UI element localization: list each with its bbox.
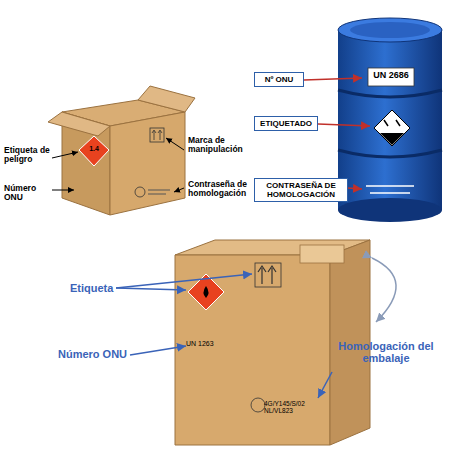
callout-label: Etiqueta de peligro bbox=[4, 146, 56, 165]
drum bbox=[338, 18, 442, 222]
callout-label: Contraseña de homologación bbox=[188, 180, 258, 199]
callout-label: Número ONU bbox=[4, 184, 54, 203]
callout-label: Homologación del embalaje bbox=[336, 340, 436, 364]
callout-text: ETIQUETADO bbox=[259, 119, 313, 128]
callout-label: Marca de manipulación bbox=[188, 136, 254, 155]
leader-arrow bbox=[304, 78, 370, 189]
package-marking: UN 2686 bbox=[368, 71, 414, 81]
leader-line bbox=[52, 138, 184, 192]
package-marking: UN 1263 bbox=[186, 340, 236, 348]
callout-box: CONTRASEÑA DE HOMOLOGACIÓN bbox=[254, 178, 348, 202]
callout-label: Número ONU bbox=[58, 348, 130, 360]
callout-text: CONTRASEÑA DE HOMOLOGACIÓN bbox=[259, 181, 343, 199]
leader-arrow bbox=[116, 274, 332, 398]
callout-label: Etiqueta bbox=[70, 282, 118, 294]
callout-text: Nº ONU bbox=[259, 75, 299, 84]
callout-box: Nº ONU bbox=[254, 72, 304, 87]
package-marking: 1.4 bbox=[84, 145, 104, 153]
cardboard-box bbox=[48, 86, 195, 215]
curved-arrow bbox=[372, 258, 396, 322]
callout-box: ETIQUETADO bbox=[254, 116, 318, 131]
package-marking: 4G/Y145/S/02 NL/VL823 bbox=[264, 400, 324, 414]
